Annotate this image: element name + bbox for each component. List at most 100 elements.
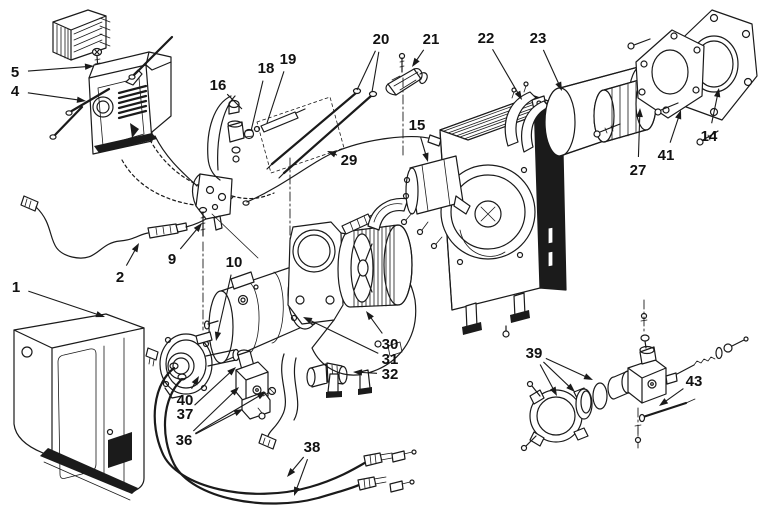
fuel-pump-part xyxy=(159,331,240,399)
callout-38: 38 xyxy=(287,439,320,496)
leader-arrowhead-4 xyxy=(76,96,86,103)
callout-label-18: 18 xyxy=(258,60,275,77)
callout-10: 10 xyxy=(214,254,243,341)
callout-label-29: 29 xyxy=(341,152,358,169)
leader-line-36 xyxy=(195,411,238,435)
leader-line-15 xyxy=(420,137,427,156)
leader-arrowhead-37 xyxy=(227,367,236,376)
callout-label-22: 22 xyxy=(478,30,495,47)
blower-wheel-part xyxy=(337,224,413,308)
flange-screws xyxy=(593,38,719,146)
callout-label-36: 36 xyxy=(176,432,193,449)
callout-4: 4 xyxy=(11,83,86,103)
electrode-nut-18 xyxy=(243,125,261,140)
leader-line-36 xyxy=(194,395,261,434)
air-intake-scoop xyxy=(367,197,409,231)
escutcheon-clamp-22 xyxy=(504,81,550,153)
igniter-bracket-plate xyxy=(191,173,259,259)
pump-assembly-exploded xyxy=(520,299,749,452)
cable-clamp-21 xyxy=(385,52,428,159)
callout-23: 23 xyxy=(530,30,562,91)
leader-arrowhead-40 xyxy=(191,376,199,386)
callout-label-20: 20 xyxy=(373,31,390,48)
leader-line-16 xyxy=(226,93,243,110)
callout-label-5: 5 xyxy=(11,64,19,81)
callout-label-2: 2 xyxy=(116,269,124,286)
leader-line-30 xyxy=(369,316,383,334)
leader-arrowhead-36 xyxy=(256,392,266,400)
ignition-electrode-16 xyxy=(207,95,245,181)
leader-line-2 xyxy=(125,248,137,266)
leader-line-39 xyxy=(543,361,571,388)
leader-arrowhead-38 xyxy=(287,468,296,477)
leader-line-37 xyxy=(194,371,232,406)
leader-line-21 xyxy=(415,49,425,62)
leader-arrowhead-10 xyxy=(214,331,222,341)
callout-label-38: 38 xyxy=(304,439,321,456)
callout-16: 16 xyxy=(210,77,243,110)
callout-label-14: 14 xyxy=(701,128,718,145)
hinge-pin-43 xyxy=(638,398,696,423)
callout-15: 15 xyxy=(409,117,429,162)
leader-line-39 xyxy=(539,364,555,391)
fuel-hoses-part xyxy=(153,362,417,505)
leader-arrowhead-36 xyxy=(233,409,243,417)
callout-30: 30 xyxy=(366,311,398,353)
leader-line-20 xyxy=(371,51,380,93)
callout-label-21: 21 xyxy=(423,31,440,48)
leader-arrowhead-36 xyxy=(230,387,239,396)
leader-arrowhead-1 xyxy=(95,311,105,318)
callout-label-10: 10 xyxy=(226,254,243,271)
leader-line-27 xyxy=(637,114,641,158)
leader-arrowhead-15 xyxy=(422,152,429,162)
solenoid-valve-block xyxy=(235,349,277,420)
callout-37: 37 xyxy=(177,367,236,423)
leader-line-23 xyxy=(542,49,560,85)
callout-label-9: 9 xyxy=(168,251,176,268)
callout-14: 14 xyxy=(701,88,721,145)
leader-line-9 xyxy=(179,228,198,250)
callout-label-39: 39 xyxy=(526,345,543,362)
callout-9: 9 xyxy=(168,223,202,268)
callout-39: 39 xyxy=(526,345,593,396)
callout-label-32: 32 xyxy=(382,366,399,383)
callout-32: 32 xyxy=(353,366,398,383)
leader-line-5 xyxy=(27,65,88,72)
electrode-insulator-19 xyxy=(256,96,345,174)
burner-cover-part xyxy=(13,313,159,501)
callout-22: 22 xyxy=(478,30,522,100)
leader-arrowhead-9 xyxy=(193,223,202,232)
callout-label-43: 43 xyxy=(686,373,703,390)
terminal-block-part xyxy=(52,9,111,61)
electrode-rods-20 xyxy=(266,87,378,179)
callout-41: 41 xyxy=(658,110,682,164)
leader-arrowhead-43 xyxy=(659,398,669,406)
leader-line-18 xyxy=(250,80,264,132)
callout-label-16: 16 xyxy=(210,77,227,94)
callout-label-40: 40 xyxy=(177,392,194,409)
callout-31: 31 xyxy=(303,317,398,368)
leader-line-14 xyxy=(711,94,719,124)
screw-9 xyxy=(198,157,291,331)
control-box-long-screws xyxy=(49,35,174,140)
leader-arrowhead-39 xyxy=(583,373,593,380)
leader-line-19 xyxy=(266,71,285,124)
leader-arrowhead-14 xyxy=(714,88,721,98)
callout-label-1: 1 xyxy=(12,279,20,296)
leader-arrowhead-2 xyxy=(131,243,139,253)
leader-line-31 xyxy=(309,319,379,354)
leader-arrowhead-38 xyxy=(294,486,301,496)
callout-19: 19 xyxy=(266,51,296,124)
leader-arrowhead-39 xyxy=(549,386,557,396)
callout-label-23: 23 xyxy=(530,30,547,47)
nozzle-adapter-32 xyxy=(258,353,348,450)
leader-line-38 xyxy=(291,456,305,472)
control-box-part xyxy=(88,51,198,187)
chassis-housing xyxy=(439,95,567,338)
callout-label-4: 4 xyxy=(11,83,20,100)
callout-20: 20 xyxy=(356,31,390,93)
callout-43: 43 xyxy=(659,373,702,406)
ignition-transformer-part xyxy=(400,155,471,250)
